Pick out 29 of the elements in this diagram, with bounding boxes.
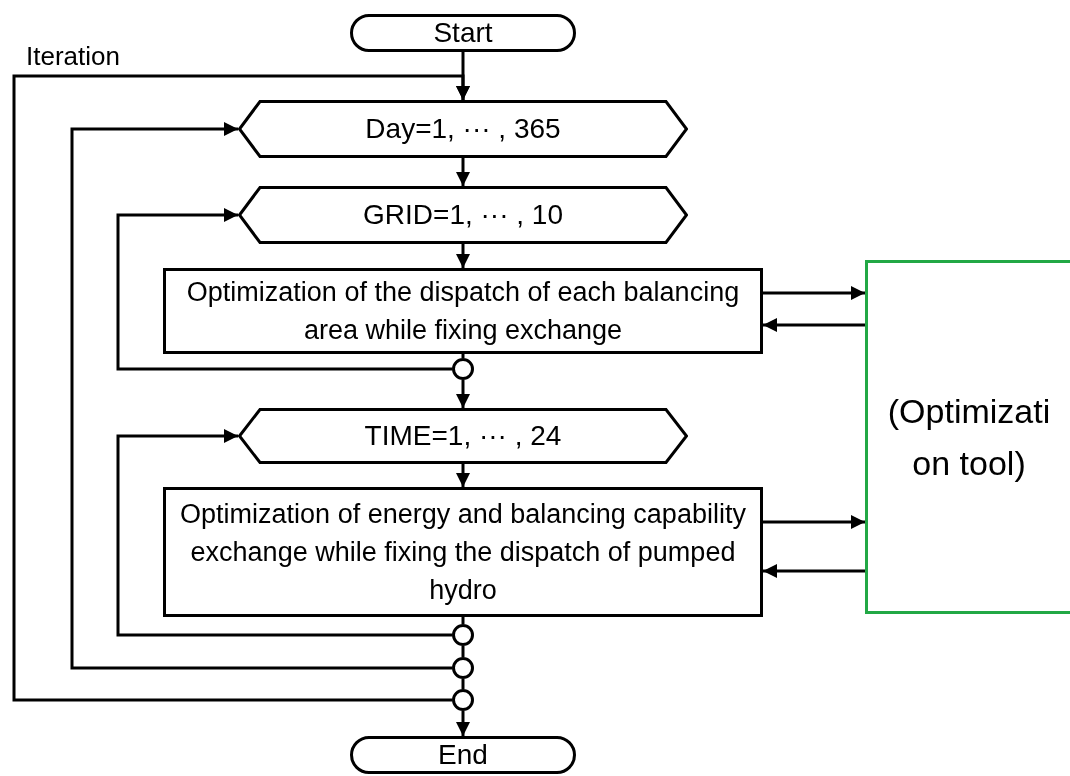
node-text: GRID=1, ··· , 10 [363,201,563,229]
node-text: Optimization of the dispatch of each balancing area while fixing exchange [185,276,741,347]
arrow [456,244,470,268]
arrow [456,711,470,736]
node-text: TIME=1, ··· , 24 [364,422,562,450]
arrow [456,464,470,487]
arrow [456,380,470,408]
arrow [763,515,865,529]
loop-hexagon [238,408,688,464]
arrow [763,318,865,332]
process-box [163,487,763,617]
loop-hexagon [238,186,688,244]
arrow [12,74,470,702]
arrow [70,122,452,670]
arrow [763,564,865,578]
node-text: Day=1, ··· , 365 [365,115,561,143]
process-box [163,268,763,354]
node-text: (Optimization tool) [886,391,1052,484]
arrow [116,208,452,371]
node-text: End [438,741,488,769]
node-text: Start [433,19,493,47]
node-text: Optimization of energy and balancing capability exchange while fixing the dispatch of pumped hydro [179,498,747,607]
loop-hexagon [238,100,688,158]
terminal-shape [350,736,576,774]
arrow [456,158,470,186]
arrow [763,286,865,300]
arrow [116,429,452,637]
solver-box [865,260,1070,614]
terminal-shape [350,14,576,52]
